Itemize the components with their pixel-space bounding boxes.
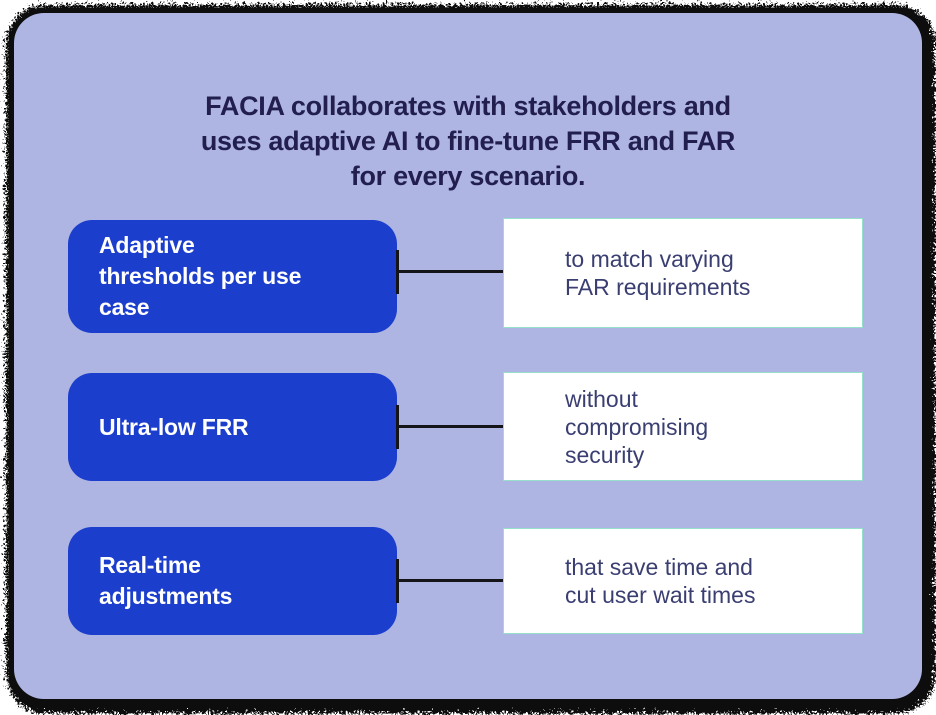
feature-label: Adaptive thresholds per use case: [99, 232, 302, 320]
connector-line: [398, 270, 504, 273]
connector-tick: [396, 250, 399, 294]
connector-line: [398, 579, 504, 582]
benefit-label: to match varying FAR requirements: [565, 246, 751, 300]
feature-label: Real-time adjustments: [99, 552, 233, 609]
feature-box-real-time-adjustments: Real-time adjustments: [68, 527, 397, 635]
benefit-box-security: without compromising security: [503, 372, 863, 481]
connector-tick: [396, 405, 399, 449]
feature-label: Ultra-low FRR: [99, 413, 249, 440]
benefit-label: that save time and cut user wait times: [565, 554, 756, 608]
connector-tick: [396, 559, 399, 603]
feature-box-adaptive-thresholds: Adaptive thresholds per use case: [68, 220, 397, 333]
feature-box-ultra-low-frr: Ultra-low FRR: [68, 373, 397, 481]
benefit-box-far-requirements: to match varying FAR requirements: [503, 218, 863, 328]
connector-line: [398, 425, 504, 428]
benefit-box-wait-times: that save time and cut user wait times: [503, 528, 863, 634]
diagram-title: FACIA collaborates with stakeholders and…: [200, 91, 736, 191]
benefit-label: without compromising security: [565, 385, 709, 468]
